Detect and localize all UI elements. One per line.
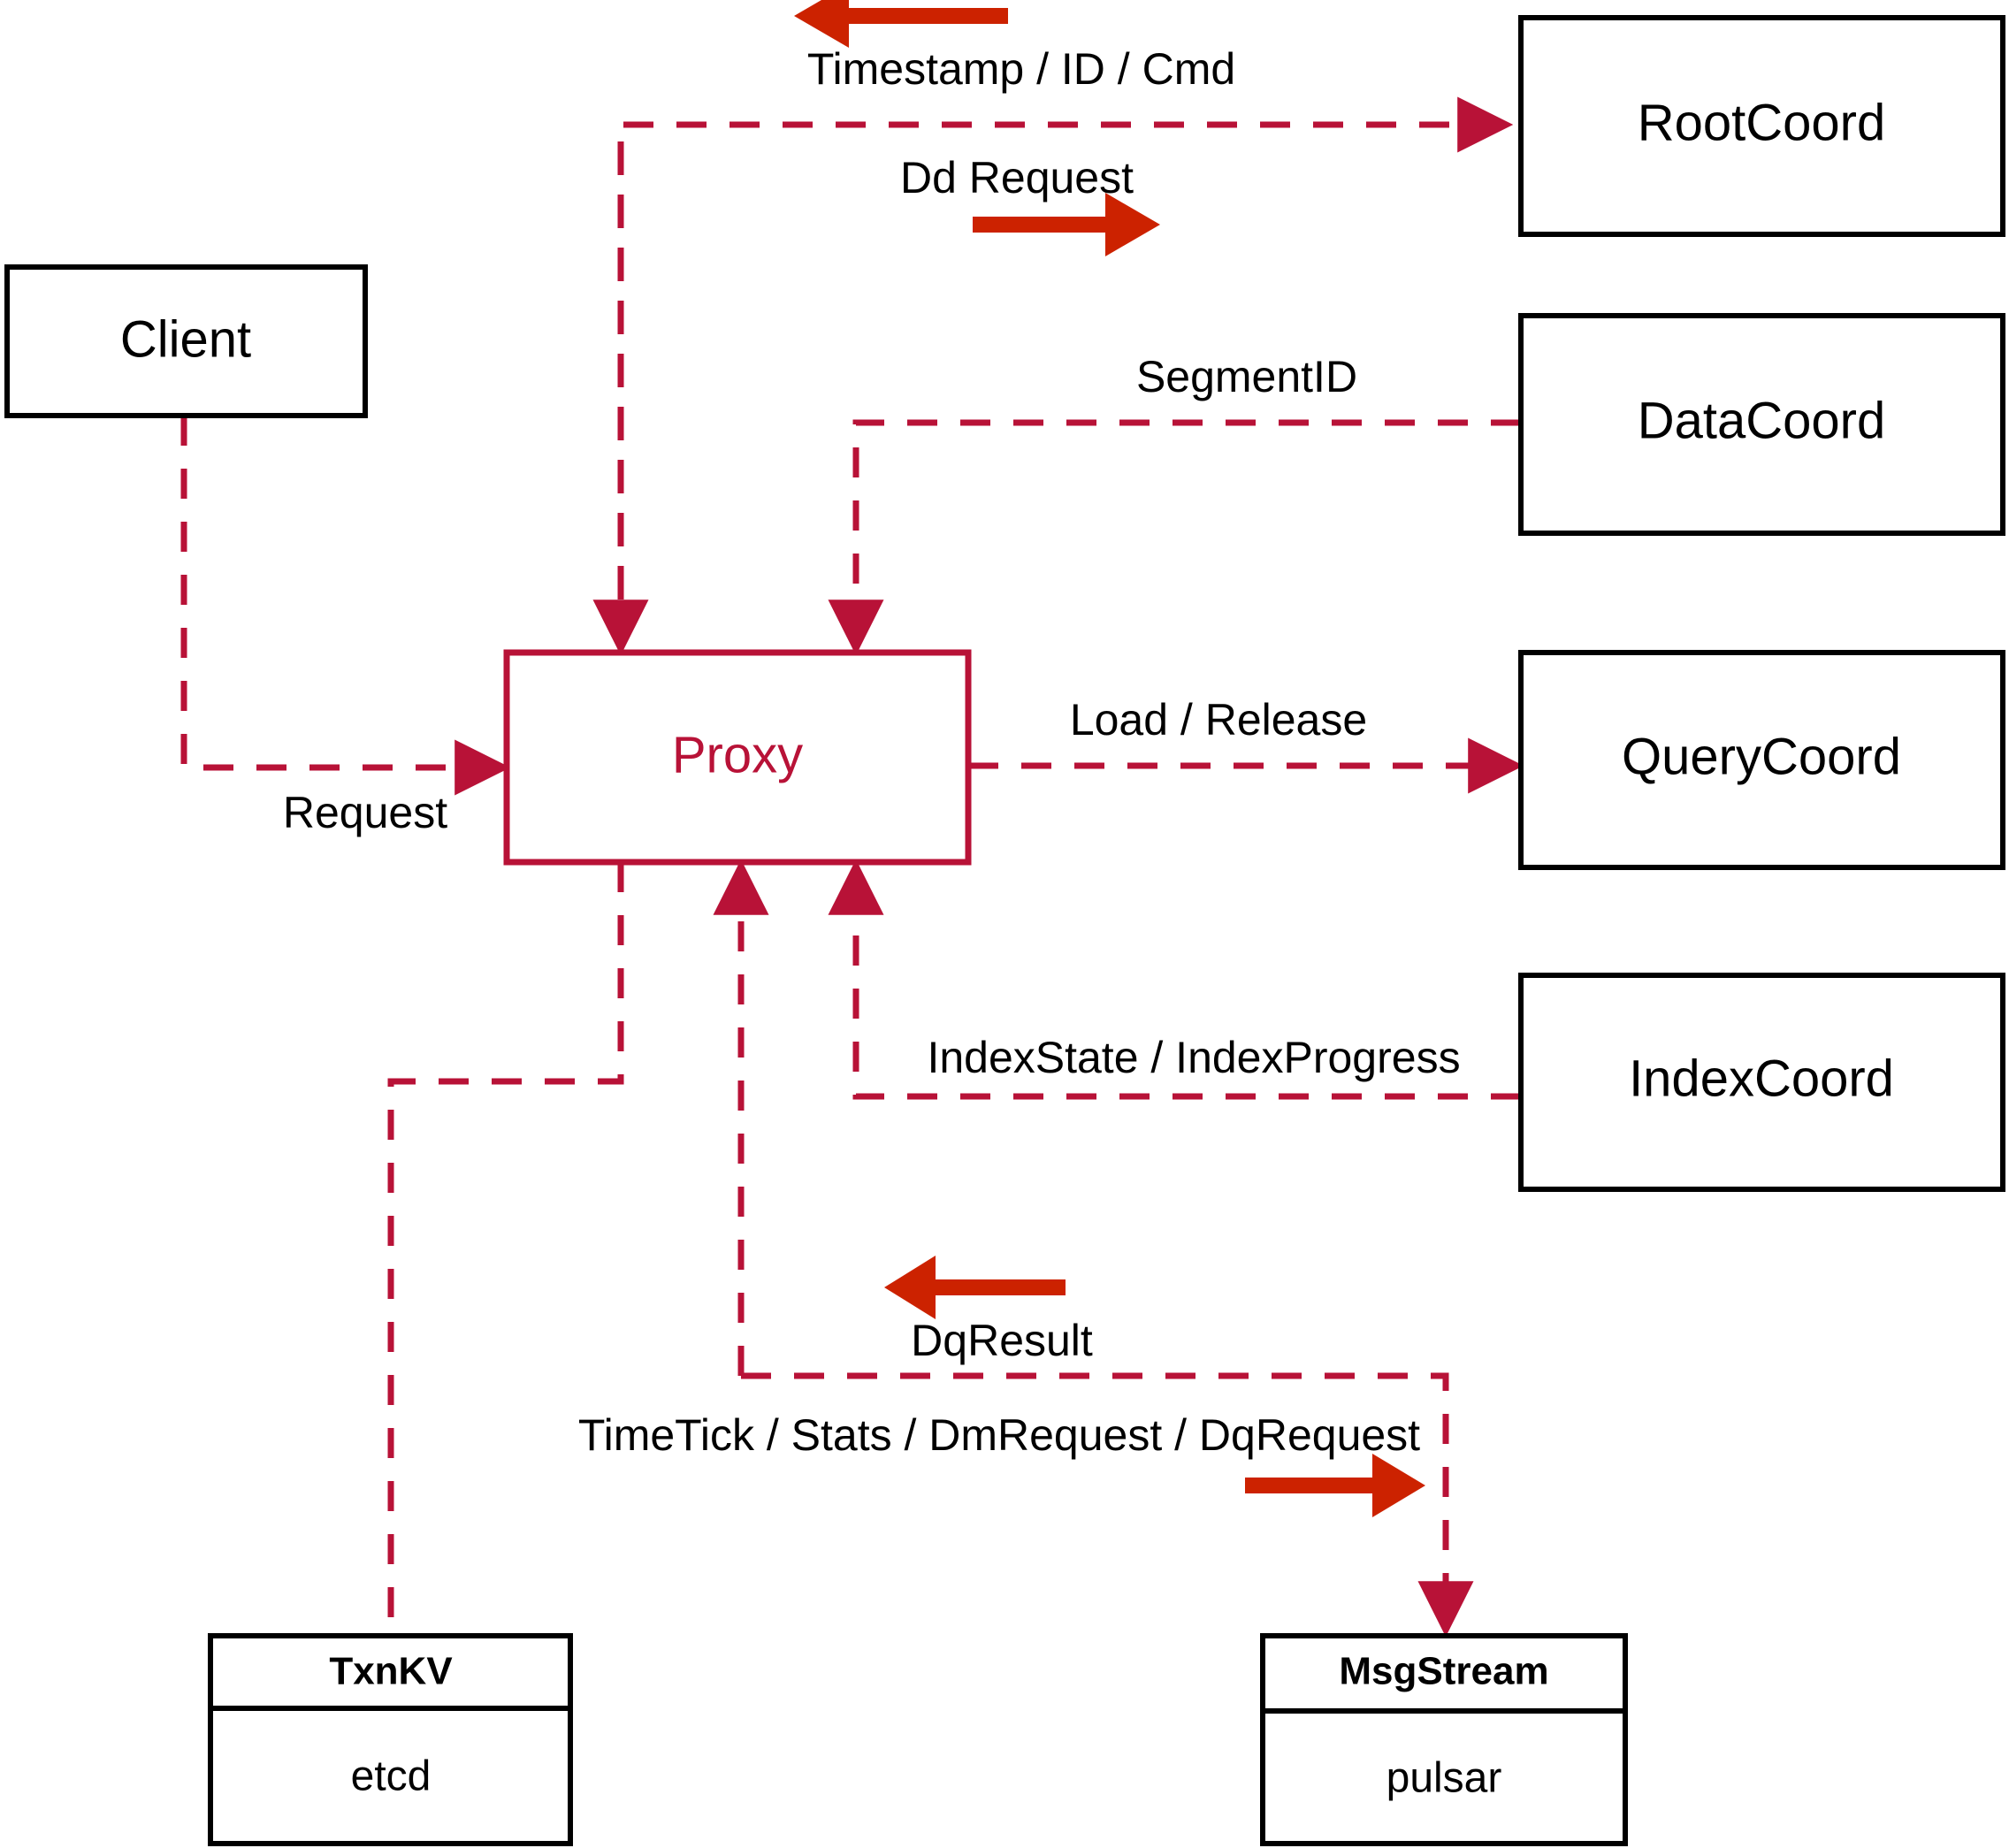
edge-root-coord: [592, 96, 1514, 656]
edge-label-segment-id: SegmentID: [1136, 352, 1357, 401]
node-msgstream-label: MsgStream: [1339, 1650, 1548, 1693]
node-data-coord-label: DataCoord: [1638, 392, 1885, 449]
node-root-coord-label: RootCoord: [1638, 94, 1885, 151]
edge-client-request: [180, 416, 511, 796]
node-index-coord[interactable]: IndexCoord: [1518, 973, 2005, 1192]
node-proxy-label: Proxy: [672, 726, 803, 783]
edge-label-timestamp-id-cmd: Timestamp / ID / Cmd: [807, 44, 1235, 94]
edge-data-coord: [828, 419, 1521, 656]
edge-msgstream: [741, 1372, 1474, 1638]
direction-arrow-dd-request: [973, 193, 1160, 256]
node-root-coord[interactable]: RootCoord: [1518, 15, 2005, 237]
node-query-coord[interactable]: QueryCoord: [1518, 650, 2005, 870]
node-index-coord-label: IndexCoord: [1629, 1050, 1894, 1107]
edge-label-timetick-stats: TimeTick / Stats / DmRequest / DqRequest: [578, 1410, 1420, 1460]
node-txnkv-impl: etcd: [351, 1753, 432, 1800]
node-client-label: Client: [120, 310, 251, 368]
direction-arrow-timestamp: [794, 0, 1008, 48]
edge-label-index-state: IndexState / IndexProgress: [927, 1033, 1460, 1082]
direction-arrow-dq-result: [884, 1256, 1066, 1319]
node-proxy[interactable]: Proxy: [503, 649, 972, 866]
node-client[interactable]: Client: [4, 264, 368, 418]
edge-label-request: Request: [283, 788, 447, 837]
edge-label-dd-request: Dd Request: [900, 153, 1134, 202]
edge-index-coord: [828, 859, 1521, 1100]
node-query-coord-label: QueryCoord: [1622, 728, 1901, 785]
node-txnkv-label: TxnKV: [329, 1650, 453, 1693]
edge-label-load-release: Load / Release: [1070, 695, 1367, 745]
node-data-coord[interactable]: DataCoord: [1518, 313, 2005, 536]
node-msgstream-impl: pulsar: [1386, 1755, 1502, 1802]
edge-txnkv: [387, 862, 624, 1636]
direction-arrow-timetick: [1245, 1454, 1425, 1517]
node-msgstream[interactable]: MsgStream pulsar: [1260, 1633, 1628, 1846]
edge-label-dq-result: DqResult: [911, 1316, 1093, 1365]
node-txnkv[interactable]: TxnKV etcd: [208, 1633, 573, 1846]
